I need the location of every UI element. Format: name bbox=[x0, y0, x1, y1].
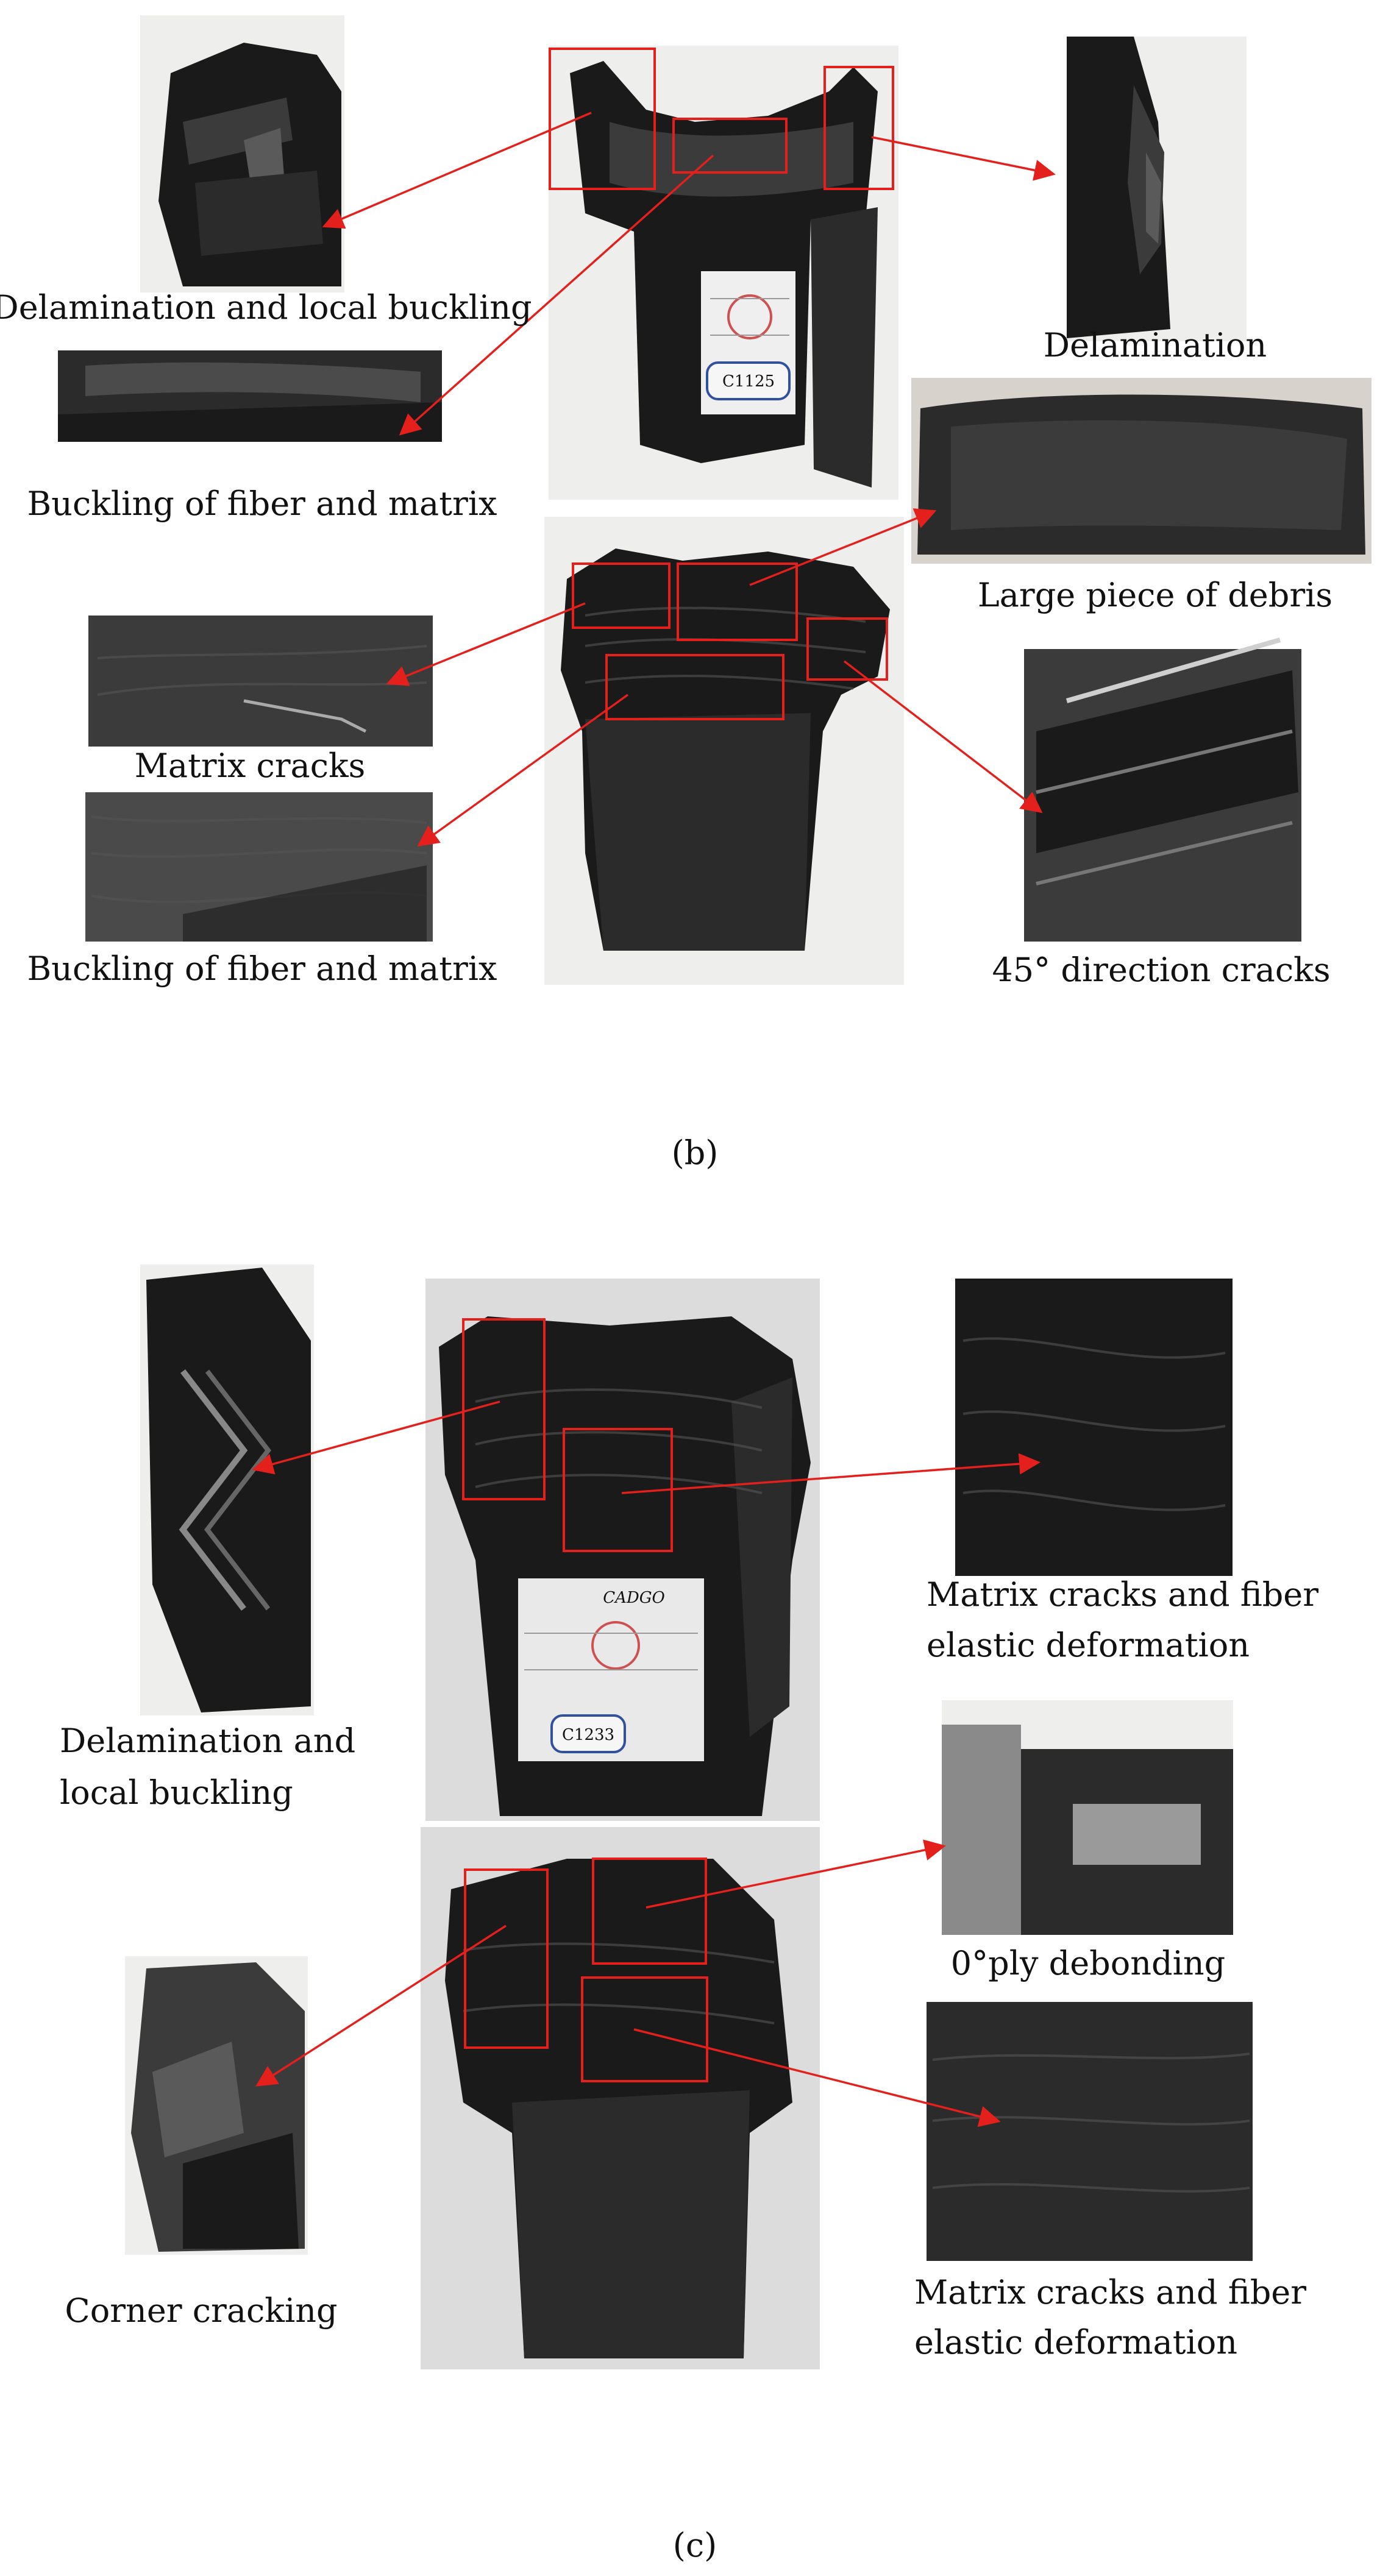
arrow-c-5 bbox=[633, 2028, 1001, 2127]
inset-b-matrix-cracks bbox=[88, 616, 433, 747]
arrow-b-7 bbox=[417, 694, 629, 847]
panel-c-label: (c) bbox=[673, 2526, 717, 2564]
caption-c-matrix-elastic-top-line2: elastic deformation bbox=[927, 1626, 1250, 1664]
inset-c-delamination-local-buckling bbox=[140, 1265, 314, 1716]
inset-c-ply-debonding bbox=[942, 1700, 1233, 1935]
caption-b-matrix-cracks: Matrix cracks bbox=[135, 747, 366, 785]
caption-c-delamination-line2: local buckling bbox=[60, 1773, 293, 1812]
specimen-label-brand: CADGO bbox=[603, 1589, 665, 1607]
inset-c-matrix-elastic-top bbox=[955, 1279, 1233, 1576]
inset-b-45-cracks bbox=[1024, 637, 1301, 942]
box-b-left-corner bbox=[549, 48, 656, 190]
box-b-bottom-right bbox=[806, 617, 888, 681]
box-b-bottom-lower bbox=[605, 654, 784, 720]
specimen-photo-b-top: C1125 bbox=[549, 46, 898, 500]
arrow-b-3 bbox=[871, 136, 1056, 181]
inset-b-delamination-local-buckling bbox=[140, 15, 344, 293]
box-c-bottom-top bbox=[592, 1857, 707, 1965]
specimen-photo-c-top: C1233 CADGO bbox=[425, 1279, 820, 1821]
arrow-b-4 bbox=[749, 508, 937, 586]
caption-b-delamination: Delamination bbox=[1044, 326, 1267, 364]
caption-b-delamination-local-buckling: Delamination and local buckling bbox=[0, 288, 532, 327]
arrow-b-1 bbox=[322, 112, 592, 229]
caption-c-matrix-elastic-bottom-line1: Matrix cracks and fiber bbox=[914, 2273, 1306, 2312]
inset-b-large-debris bbox=[911, 378, 1371, 564]
box-b-bottom-center bbox=[677, 562, 798, 641]
arrow-c-4 bbox=[646, 1839, 946, 1909]
box-b-right-corner bbox=[824, 66, 894, 190]
arrow-b-6 bbox=[843, 660, 1043, 814]
arrow-b-5 bbox=[386, 602, 586, 686]
inset-b-delamination bbox=[1067, 37, 1247, 341]
specimen-label-c: C1233 bbox=[562, 1726, 614, 1744]
panel-c: C1233 CADGO bbox=[60, 1265, 1318, 2564]
specimen-label-b: C1125 bbox=[722, 372, 775, 391]
inset-c-corner-cracking bbox=[125, 1956, 308, 2255]
caption-c-matrix-elastic-bottom-line2: elastic deformation bbox=[914, 2323, 1237, 2361]
caption-b-large-debris: Large piece of debris bbox=[978, 576, 1332, 614]
specimen-photo-c-bottom bbox=[421, 1827, 820, 2369]
arrow-c-3 bbox=[255, 1925, 507, 2087]
arrow-c-2 bbox=[621, 1453, 1041, 1494]
inset-c-matrix-elastic-bottom bbox=[927, 2002, 1253, 2261]
box-c-bottom-left bbox=[464, 1868, 549, 2049]
caption-b-45-cracks: 45° direction cracks bbox=[992, 951, 1330, 989]
caption-c-matrix-elastic-top-line1: Matrix cracks and fiber bbox=[927, 1575, 1318, 1614]
caption-c-ply-debonding: 0°ply debonding bbox=[951, 1944, 1225, 1982]
panel-b-label: (b) bbox=[672, 1134, 719, 1172]
caption-b-buckling-top: Buckling of fiber and matrix bbox=[27, 484, 497, 523]
caption-c-delamination-line1: Delamination and bbox=[60, 1722, 355, 1760]
box-c-bottom-center bbox=[581, 1976, 708, 2082]
caption-b-buckling-bottom: Buckling of fiber and matrix bbox=[27, 949, 497, 988]
specimen-photo-b-bottom bbox=[544, 517, 904, 985]
arrow-c-1 bbox=[252, 1400, 500, 1475]
inset-b-buckling-bottom bbox=[85, 792, 433, 942]
box-c-left-corner bbox=[462, 1318, 546, 1500]
box-b-top-center bbox=[672, 118, 788, 174]
arrow-b-2 bbox=[399, 154, 714, 436]
inset-b-buckling-top bbox=[58, 350, 442, 442]
box-b-bottom-left bbox=[572, 562, 671, 629]
caption-c-corner-cracking: Corner cracking bbox=[65, 2291, 337, 2330]
panel-b: C1125 bbox=[0, 15, 1371, 1172]
